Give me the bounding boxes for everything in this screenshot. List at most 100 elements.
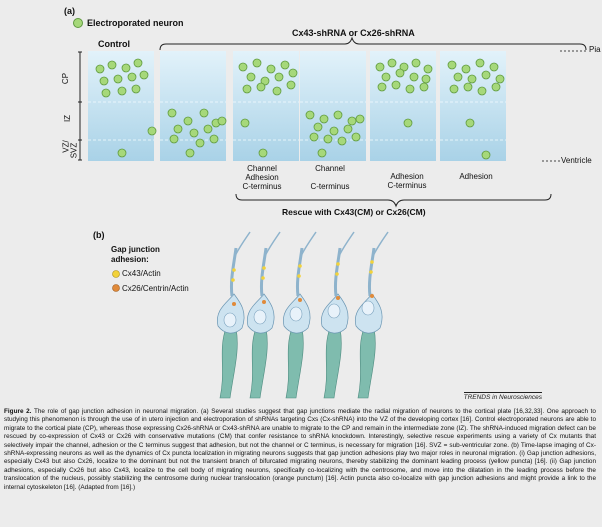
yellow-puncta bbox=[262, 266, 266, 270]
neuron-dot bbox=[347, 116, 357, 126]
trailing-process bbox=[249, 327, 268, 399]
neuron-dot bbox=[491, 82, 501, 92]
neuron-dot bbox=[329, 126, 339, 136]
neuron-dot bbox=[258, 148, 268, 158]
neuron-dot bbox=[240, 118, 250, 128]
yellow-puncta bbox=[232, 268, 236, 272]
nucleus bbox=[253, 309, 267, 325]
neuron-dot bbox=[238, 62, 248, 72]
yellow-puncta bbox=[369, 270, 373, 274]
neuron-dot bbox=[199, 108, 209, 118]
nucleus bbox=[289, 306, 303, 322]
leading-process bbox=[334, 247, 342, 297]
neuron-dot bbox=[421, 74, 431, 84]
zone-label-svz: SVZ bbox=[69, 142, 79, 159]
cortex-column bbox=[300, 51, 366, 161]
yellow-puncta bbox=[335, 272, 339, 276]
yellow-puncta bbox=[231, 278, 235, 282]
caption-text: The role of gap junction adhesion in neu… bbox=[4, 408, 596, 491]
neuron-dot bbox=[195, 138, 205, 148]
neuron-dot bbox=[319, 114, 329, 124]
neuron-dot bbox=[272, 86, 282, 96]
neuron-dot bbox=[133, 58, 143, 68]
neuron-dot bbox=[189, 128, 199, 138]
orange-punctum bbox=[370, 294, 374, 298]
neuron-dot bbox=[481, 150, 491, 160]
yellow-puncta bbox=[261, 276, 265, 280]
transient-branch bbox=[300, 231, 317, 257]
panel-a-diagram bbox=[73, 18, 588, 208]
orange-punctum bbox=[298, 298, 302, 302]
neuron-dot bbox=[323, 134, 333, 144]
neuron-dot bbox=[173, 124, 183, 134]
neuron-dot bbox=[127, 72, 137, 82]
neuron-dot bbox=[252, 58, 262, 68]
neuron-dot bbox=[266, 64, 276, 74]
orange-punctum bbox=[336, 296, 340, 300]
zone-label-iz: IZ bbox=[63, 114, 73, 123]
neuron-dot bbox=[333, 110, 343, 120]
neuron-dot bbox=[391, 80, 401, 90]
neuron-dot bbox=[449, 84, 459, 94]
column-label-2: Channel C-terminus bbox=[310, 164, 350, 191]
yellow-puncta bbox=[336, 262, 340, 266]
rescue-label: Rescue with Cx43(CM) or Cx26(CM) bbox=[282, 207, 426, 217]
trailing-process bbox=[285, 327, 304, 399]
trailing-process bbox=[219, 327, 238, 399]
neuron-dot bbox=[395, 68, 405, 78]
neuron-dot bbox=[117, 86, 127, 96]
neuron-dot bbox=[403, 118, 413, 128]
neuron-dot bbox=[167, 108, 177, 118]
migrating-neuron bbox=[282, 231, 317, 399]
caption-label: Figure 2. bbox=[4, 408, 32, 415]
nucleus bbox=[361, 300, 375, 316]
migrating-neuron bbox=[246, 231, 281, 399]
yellow-puncta bbox=[297, 274, 301, 278]
nucleus bbox=[327, 303, 341, 319]
neuron-dot bbox=[274, 72, 284, 82]
neuron-dot bbox=[246, 72, 256, 82]
neuron-dot bbox=[477, 86, 487, 96]
transient-branch bbox=[234, 231, 251, 257]
neuron-dot bbox=[481, 70, 491, 80]
control-label: Control bbox=[98, 39, 130, 49]
neuron-dot bbox=[343, 124, 353, 134]
neuron-dot bbox=[121, 63, 131, 73]
leading-process bbox=[260, 247, 268, 297]
neuron-dot bbox=[405, 84, 415, 94]
leading-process bbox=[230, 247, 238, 297]
panel-b-letter: (b) bbox=[93, 230, 105, 240]
neuron-dot bbox=[260, 76, 270, 86]
neuron-dot bbox=[489, 62, 499, 72]
neuron-legend-label: Electroporated neuron bbox=[87, 18, 184, 28]
neuron-dot bbox=[256, 82, 266, 92]
neuron-dot bbox=[280, 60, 290, 70]
column-label-3: Adhesion C-terminus bbox=[387, 172, 427, 190]
neuron-dot bbox=[99, 76, 109, 86]
neuron-dot bbox=[461, 64, 471, 74]
orange-punctum bbox=[232, 302, 236, 306]
neuron-dot bbox=[411, 58, 421, 68]
neuron-dot bbox=[419, 82, 429, 92]
neuron-dot bbox=[463, 82, 473, 92]
neuron-dot bbox=[447, 60, 457, 70]
orange-punctum bbox=[262, 300, 266, 304]
neuron-dot bbox=[387, 58, 397, 68]
migrating-neuron bbox=[216, 231, 251, 399]
knockdown-label: Cx43-shRNA or Cx26-shRNA bbox=[292, 28, 415, 38]
neuron-dot bbox=[355, 114, 365, 124]
neuron-dot bbox=[217, 116, 227, 126]
cortex-column bbox=[160, 51, 226, 161]
zone-label-cp: CP bbox=[61, 72, 71, 85]
ventricle-label: Ventricle bbox=[561, 156, 592, 165]
figure-caption: Figure 2. The role of gap junction adhes… bbox=[4, 408, 596, 492]
column-label-1: Channel Adhesion C-terminus bbox=[242, 164, 282, 191]
legend-cx26-label: Cx26/Centrin/Actin bbox=[122, 284, 189, 293]
legend-orange-icon bbox=[112, 284, 120, 292]
neuron-dot bbox=[286, 80, 296, 90]
column-label-4: Adhesion bbox=[459, 172, 493, 181]
neuron-dot bbox=[288, 68, 298, 78]
neuron-dot bbox=[313, 122, 323, 132]
neuron-dot bbox=[351, 132, 361, 142]
transient-branch bbox=[264, 231, 281, 257]
